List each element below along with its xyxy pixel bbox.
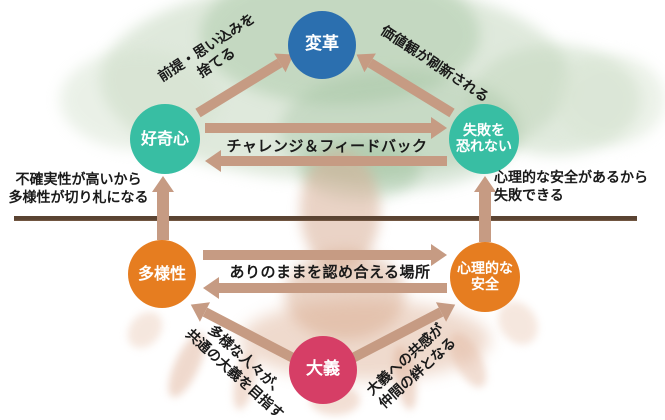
ground-line	[14, 216, 637, 221]
label-uncertainty: 不確実性が高いから 多様性が切り札になる	[8, 172, 149, 206]
arrowhead-icon	[431, 117, 447, 139]
node-change: 変革	[288, 11, 356, 79]
tree-roots	[240, 300, 490, 380]
node-curiosity: 好奇心	[130, 104, 200, 174]
label-acceptance: ありのままを認め合える場所	[229, 263, 431, 281]
tree-root-streak	[120, 305, 170, 355]
node-psych-safety: 心理的な 安全	[450, 242, 520, 312]
arrow-shaft	[479, 192, 491, 242]
label-challenge-feedback: チャレンジ＆フィードバック	[226, 137, 428, 155]
arrow-shaft	[205, 123, 431, 133]
arrow-psych-safety-to-fearless	[474, 176, 496, 242]
arrowhead-icon	[431, 244, 447, 266]
node-label: 恐れない	[456, 139, 512, 155]
arrow-curiosity-to-fearless	[205, 117, 447, 139]
node-fearless: 失敗を 恐れない	[449, 104, 519, 174]
node-label: 大義	[306, 359, 340, 380]
node-diversity: 多様性	[128, 240, 196, 308]
label-safety-to-fail: 心理的な安全があるから 失敗できる	[494, 170, 648, 204]
node-label: 心理的な	[457, 260, 513, 277]
arrowhead-icon	[203, 277, 219, 299]
arrow-shaft	[219, 283, 447, 293]
arrow-shaft	[203, 250, 431, 260]
tree-trunk	[285, 250, 405, 340]
arrow-diversity-to-psych-safety	[203, 244, 447, 266]
tree-foliage	[555, 55, 665, 145]
node-label: 変革	[305, 34, 339, 55]
node-cause: 大義	[289, 336, 357, 404]
arrow-shaft	[157, 192, 169, 240]
node-label: 失敗を	[463, 122, 505, 139]
arrow-shaft	[221, 156, 447, 166]
arrowhead-icon	[474, 176, 496, 192]
arrowhead-icon	[205, 150, 221, 172]
node-label: 安全	[471, 277, 499, 293]
node-label: 好奇心	[140, 128, 189, 148]
node-label: 多様性	[137, 263, 186, 283]
